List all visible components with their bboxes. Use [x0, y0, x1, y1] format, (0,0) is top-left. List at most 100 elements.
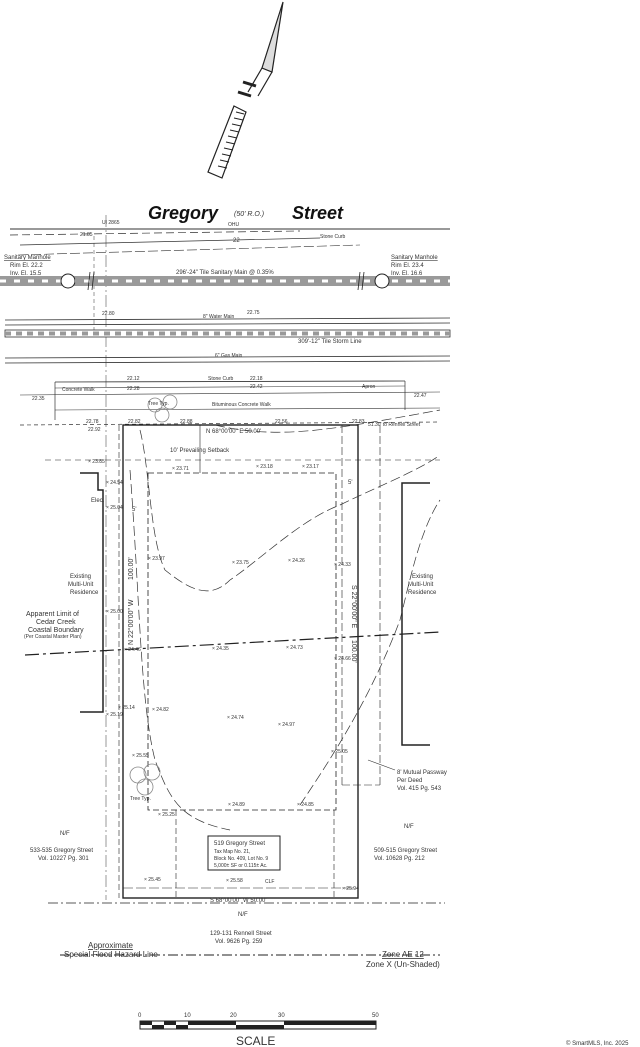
bottom-owner-2: Vol. 9626 Pg. 259 [215, 939, 263, 945]
spot-elevation: × 24.74 [227, 715, 244, 721]
spot-elevation: × 24.46 [124, 647, 141, 653]
svg-text:Inv. El. 15.5: Inv. El. 15.5 [10, 271, 42, 277]
manhole-left-label: Sanitary Manhole Rim El. 22.2 Inv. El. 1… [4, 255, 51, 277]
scale-bar [139, 1020, 377, 1030]
spot-elevation: × 25.05 [331, 749, 348, 755]
svg-text:Sanitary Manhole: Sanitary Manhole [4, 255, 51, 261]
svg-text:Residence: Residence [70, 590, 99, 596]
spot-elevation: × 25.14 [118, 705, 135, 711]
spot-elevation: × 24.33 [334, 562, 351, 568]
bottom-nf: N/F [238, 912, 248, 918]
svg-text:Existing: Existing [412, 574, 433, 580]
left-existing-residence: Existing Multi-Unit Residence [68, 574, 99, 596]
spot-elevation: × 24.89 [228, 802, 245, 808]
rennell-note: 51.30' to Rennell Street [368, 422, 421, 428]
flood-left-2: Special Flood Hazard Line [64, 950, 158, 959]
parcel-line-2: Tax Map No. 21, [214, 849, 250, 855]
spot: 22.88 [180, 419, 193, 425]
street-name-part2: Street [292, 203, 344, 223]
parcel-line-4: 5,000± SF or 0.115± Ac. [214, 863, 267, 869]
spot: 22.42 [250, 384, 263, 390]
scale-tick: 10 [184, 1013, 191, 1019]
scale-tick: 0 [138, 1013, 142, 1019]
svg-text:(Per Coastal Master Plan): (Per Coastal Master Plan) [24, 634, 82, 640]
inner-spot-group: × 23.71× 23.18× 23.17× 23.85× 24.54× 25.… [88, 459, 359, 892]
lot-boundary [45, 424, 445, 904]
five-ft-a: 5' [132, 507, 136, 513]
manhole-right-label: Sanitary Manhole Rim El. 23.4 Inv. El. 1… [391, 255, 438, 277]
left-owner-1: 533-535 Gregory Street [30, 848, 93, 854]
concrete-walk-label: Concrete Walk [62, 387, 95, 393]
gas-main-label: 6" Gas Main [215, 353, 243, 359]
spot-elevation: × 24.66 [334, 656, 351, 662]
bottom-owner-1: 129-131 Rennell Street [210, 931, 272, 937]
tree-top-label: Tree Typ. [148, 401, 169, 407]
apron-label: Apron [362, 384, 376, 390]
street-lines [9, 215, 450, 900]
parcel-box [207, 835, 281, 871]
spot-elevation: × 25.58 [226, 878, 243, 884]
spot-elevation: × 24.26 [288, 558, 305, 564]
spot-elevation: × 25.04 [106, 505, 123, 511]
spot: 22.35 [32, 396, 45, 402]
svg-text:Residence: Residence [408, 590, 437, 596]
west-bearing: N 22°00'00" W [127, 599, 135, 645]
spot-elevation: × 25.19 [106, 712, 123, 718]
spot-elevation: × 23.71 [172, 466, 189, 472]
bituminous-label: Bituminous Concrete Walk [212, 402, 271, 408]
svg-text:Vol. 415 Pg. 543: Vol. 415 Pg. 543 [397, 786, 442, 792]
spot-elevation: × 24.85 [297, 802, 314, 808]
svg-text:Cedar Creek: Cedar Creek [36, 619, 76, 626]
north-bearing: N 68°00'00" E 50.00' [206, 429, 261, 435]
right-owner-2: Vol. 10628 Pg. 212 [374, 856, 425, 862]
spot-elevation: × 24.54 [106, 480, 123, 486]
spot: 22.92 [88, 427, 101, 433]
north-arrow-icon [207, 1, 284, 179]
spot: 22.78 [86, 419, 99, 425]
water-main-label: 8" Water Main [203, 314, 235, 320]
spot-elevation: × 23.97 [148, 556, 165, 562]
parcel-line-1: 519 Gregory Street [214, 841, 265, 847]
spot-elevation: × 23.75 [232, 560, 249, 566]
svg-text:Per Deed: Per Deed [397, 778, 422, 784]
parcel-line-3: Block No. 409, Lot No. 9 [214, 856, 268, 862]
passway-leader [367, 759, 396, 771]
zone-ae: Zone AE 12 [382, 950, 424, 959]
spot: 22.47 [414, 393, 427, 399]
right-nf: N/F [404, 824, 414, 830]
stone-curb-top: Stone Curb [320, 234, 346, 240]
scale-label: SCALE [236, 1034, 275, 1047]
east-length: 100.00' [350, 640, 357, 663]
sanitary-main-label: 296'-24" Tile Sanitary Main @ 0.35% [176, 270, 274, 276]
tree-bottom-icon [129, 763, 161, 796]
spot-elevation: × 25.94 [342, 886, 359, 892]
adjacent-buildings [80, 472, 430, 746]
coastal-label: Apparent Limit of Cedar Creek Coastal Bo… [24, 611, 84, 640]
spot-elevation: × 25.00 [106, 609, 123, 615]
storm-line-label: 309'-12" Tile Storm Line [298, 339, 362, 345]
svg-text:Apparent Limit of: Apparent Limit of [26, 611, 79, 618]
zone-x: Zone X (Un-Shaded) [366, 960, 440, 969]
right-existing-residence: Existing Multi-Unit Residence [408, 574, 437, 596]
ohu-label: OHU [228, 222, 240, 228]
west-length: 100.00' [128, 557, 135, 580]
passway-label: 8' Mutual Passway Per Deed Vol. 415 Pg. … [397, 770, 447, 792]
flood-left-1: Approximate [88, 941, 133, 950]
spot-elevation: × 24.35 [212, 646, 229, 652]
ui-label: UI 2865 [102, 220, 120, 226]
watermark: © SmartMLS, Inc. 2025 [566, 1040, 629, 1047]
scale-tick: 30 [278, 1013, 285, 1019]
street-row-note: (50' R.O.) [234, 211, 264, 218]
spot-elevation: × 24.82 [152, 707, 169, 713]
coastal-boundary-line [24, 631, 441, 656]
gas-main [4, 355, 451, 364]
spot-elevation: × 23.18 [256, 464, 273, 470]
spot-elevation: × 25.55 [132, 753, 149, 759]
svg-text:Rim El. 22.2: Rim El. 22.2 [10, 263, 43, 269]
svg-text:Multi-Unit: Multi-Unit [68, 582, 94, 588]
spot: 22.18 [250, 376, 263, 382]
svg-text:Rim El. 23.4: Rim El. 23.4 [391, 263, 424, 269]
spot: 22.56 [275, 419, 288, 425]
clf-label: CLF [265, 879, 274, 885]
